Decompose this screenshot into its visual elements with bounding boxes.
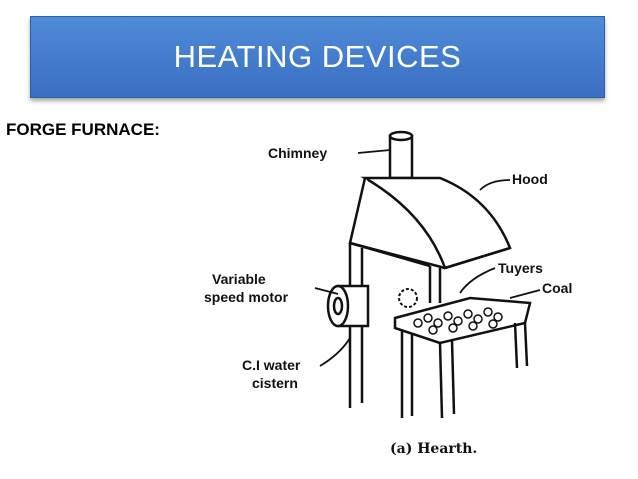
label-chimney: Chimney: [268, 145, 327, 161]
motor: [326, 284, 370, 328]
label-variable-line2: speed motor: [204, 289, 289, 305]
slide-title: HEATING DEVICES: [173, 39, 462, 74]
hood: [348, 176, 512, 270]
label-tuyers: Tuyers: [498, 260, 543, 276]
section-label: FORGE FURNACE:: [6, 120, 160, 139]
coal-pile: [413, 307, 503, 335]
label-coal: Coal: [542, 280, 572, 296]
label-water-line1: C.I water: [242, 357, 301, 373]
hearth-table: [393, 296, 532, 419]
chimney: [388, 130, 414, 180]
title-banner: HEATING DEVICES: [30, 16, 605, 98]
forge-furnace-diagram: Chimney Hood Tuyers Coal Variable speed …: [204, 130, 572, 457]
diagram-caption: (a) Hearth.: [390, 441, 477, 457]
leader-lines: [314, 149, 541, 367]
tuyer: [398, 288, 418, 308]
label-variable-line1: Variable: [212, 271, 266, 287]
label-hood: Hood: [512, 171, 548, 187]
label-water-line2: cistern: [252, 375, 298, 391]
